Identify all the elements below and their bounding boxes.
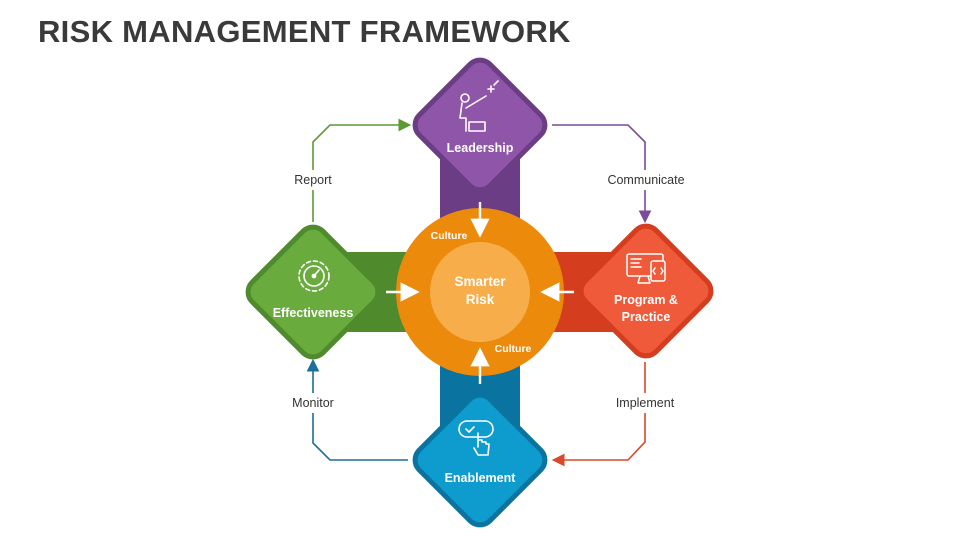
effectiveness-label: Effectiveness — [273, 306, 354, 320]
page-title: RISK MANAGEMENT FRAMEWORK — [38, 14, 571, 49]
program-label-line1: Program & — [614, 293, 678, 307]
enablement-label: Enablement — [445, 471, 517, 485]
center-line2: Risk — [466, 292, 495, 307]
leader-climbing-icon — [459, 80, 499, 132]
culture-label-top: Culture — [431, 230, 468, 242]
culture-label-bottom: Culture — [495, 343, 532, 355]
program-label-line2: Practice — [622, 310, 671, 324]
program-practice-node: Program & Practice — [578, 223, 714, 359]
effectiveness-node: Effectiveness — [245, 224, 381, 360]
report-label: Report — [294, 173, 332, 187]
monitor-code-icon — [626, 253, 666, 284]
implement-label: Implement — [616, 396, 675, 410]
center-inner — [430, 242, 530, 342]
monitor-label: Monitor — [292, 396, 334, 410]
enablement-node: Enablement — [412, 392, 548, 528]
leadership-label: Leadership — [447, 141, 514, 155]
leadership-node: Leadership — [412, 57, 548, 193]
touch-check-icon — [458, 420, 494, 456]
center-line1: Smarter — [454, 274, 506, 289]
gauge-gear-icon — [298, 260, 330, 292]
communicate-label: Communicate — [607, 173, 684, 187]
